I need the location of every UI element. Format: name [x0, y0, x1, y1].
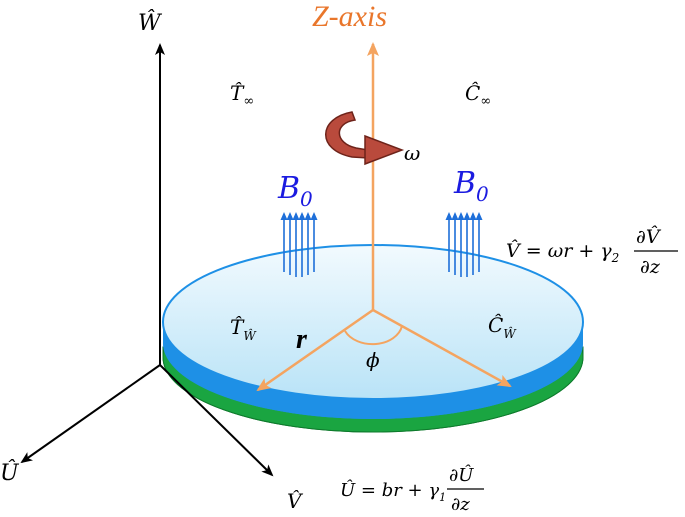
u-equation-subscript: 1	[439, 491, 446, 504]
c-wall-symbol: Ĉ	[488, 312, 503, 337]
z-axis-label: Z-axis	[312, 0, 387, 33]
v-axis-label: V̂	[287, 489, 304, 513]
u-velocity-equation: Û = br + γ1 ∂Û ∂z	[340, 463, 484, 515]
c-infinity-label: Ĉ∞	[465, 80, 491, 109]
phi-angle-arc	[344, 325, 403, 346]
phi-label: ϕ	[366, 348, 380, 372]
t-wall-subscript: Ŵ	[243, 328, 257, 343]
rotation-arrow	[325, 111, 405, 166]
t-infinity-subscript: ∞	[243, 94, 254, 109]
v-equation-main: V̂ = ωr + γ	[506, 240, 612, 262]
radius-left-line	[256, 308, 374, 392]
c-wall-label: ĈŴ	[488, 312, 517, 341]
radius-right-line	[372, 308, 512, 388]
v-equation-subscript: 2	[611, 251, 620, 265]
b0-right-label: B0	[453, 166, 489, 206]
b0-left-symbol: B	[277, 171, 300, 206]
radius-label: r	[296, 324, 308, 355]
t-wall-label: T̂Ŵ	[230, 315, 257, 343]
cartesian-axes	[20, 43, 274, 477]
u-axis-label: Û	[0, 459, 20, 486]
b0-right-symbol: B	[453, 166, 476, 201]
u-equation-lhs: Û = br + γ1	[340, 478, 446, 504]
w-axis-label: Ŵ	[138, 9, 163, 36]
u-equation-denominator: ∂z	[451, 494, 470, 515]
t-infinity-symbol: T̂	[230, 81, 245, 105]
c-wall-subscript: Ŵ	[503, 326, 517, 341]
u-equation-numerator: ∂Û	[449, 463, 474, 486]
disk-axes	[256, 42, 512, 392]
b0-left-subscript: 0	[300, 187, 313, 211]
v-axis-line	[159, 364, 274, 477]
magnetic-field-right	[445, 212, 483, 277]
c-infinity-subscript: ∞	[480, 94, 491, 109]
t-wall-symbol: T̂	[230, 315, 245, 339]
rotation-arrow-back	[325, 111, 369, 159]
magnetic-field-left	[280, 212, 318, 277]
u-axis-line	[20, 364, 161, 464]
v-equation-numerator: ∂V̂	[636, 226, 662, 248]
c-infinity-symbol: Ĉ	[465, 80, 480, 105]
b0-right-subscript: 0	[476, 182, 489, 206]
t-infinity-label: T̂∞	[230, 81, 254, 109]
rotation-arrow-head	[364, 134, 405, 166]
v-equation-denominator: ∂z	[640, 256, 661, 278]
v-velocity-equation: V̂ = ωr + γ2 ∂V̂ ∂z	[506, 226, 678, 278]
omega-label: ω	[404, 141, 420, 165]
v-equation-lhs: V̂ = ωr + γ2	[506, 240, 619, 265]
b0-left-label: B0	[277, 171, 313, 211]
u-equation-main: Û = br + γ	[340, 478, 439, 501]
